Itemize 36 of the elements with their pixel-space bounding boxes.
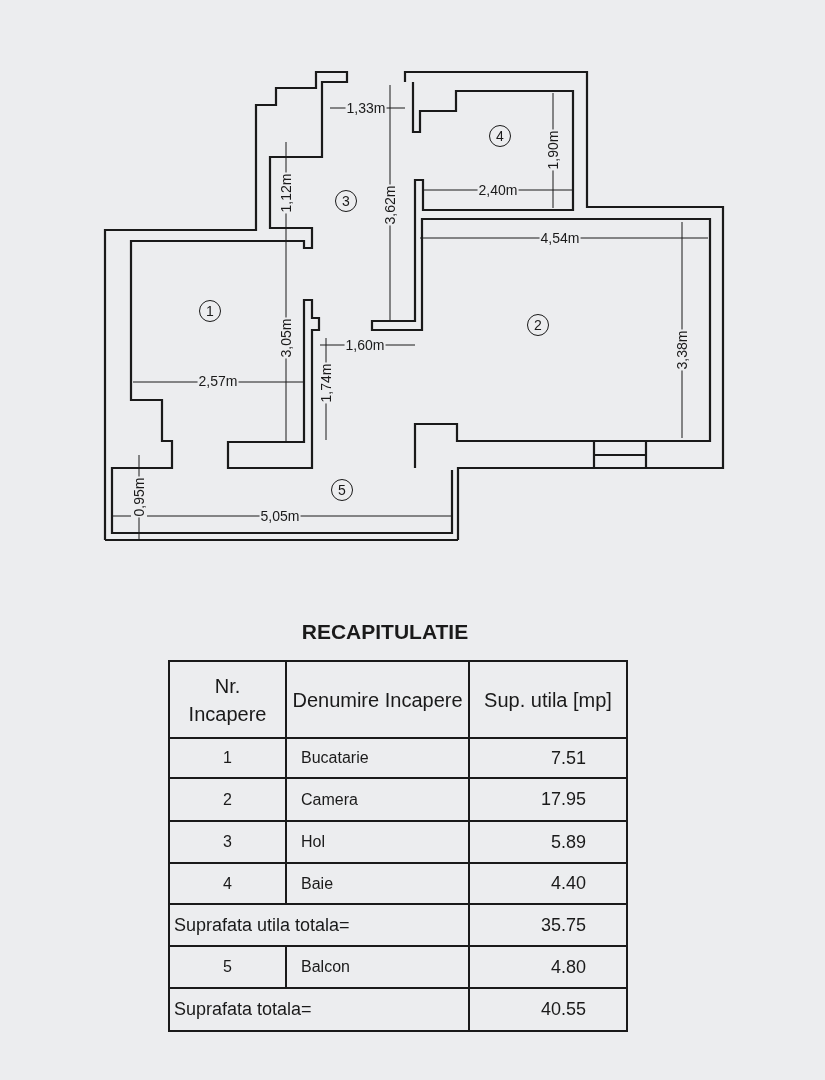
column-header: Sup. utila [mp] xyxy=(469,661,627,738)
room-name: Hol xyxy=(286,821,469,863)
room-name: Balcon xyxy=(286,946,469,988)
area-value: 4.80 xyxy=(469,946,627,988)
room-number: 4 xyxy=(169,863,286,904)
dimension-label: 4,54m xyxy=(539,230,581,246)
column-header: Nr. Incapere xyxy=(169,661,286,738)
area-value: 5.89 xyxy=(469,821,627,863)
dimension-label: 2,40m xyxy=(477,182,519,198)
dimension-label: 3,38m xyxy=(674,329,690,371)
room-number: 2 xyxy=(169,778,286,821)
total-label: Suprafata utila totala= xyxy=(169,904,469,946)
dimension-label: 1,90m xyxy=(545,129,561,171)
dimension-label: 3,05m xyxy=(278,317,294,359)
room-number: 1 xyxy=(169,738,286,778)
room-name: Bucatarie xyxy=(286,738,469,778)
room-name: Camera xyxy=(286,778,469,821)
dimension-label: 3,62m xyxy=(382,184,398,226)
dimension-label: 5,05m xyxy=(259,508,301,524)
dimension-label: 1,74m xyxy=(318,362,334,404)
room-name: Baie xyxy=(286,863,469,904)
area-value: 40.55 xyxy=(469,988,627,1031)
area-value: 35.75 xyxy=(469,904,627,946)
total-label: Suprafata totala= xyxy=(169,988,469,1031)
area-value: 17.95 xyxy=(469,778,627,821)
room-number: 3 xyxy=(169,821,286,863)
area-value: 4.40 xyxy=(469,863,627,904)
dimension-label: 1,12m xyxy=(278,172,294,214)
title: RECAPITULATIE xyxy=(300,620,470,644)
dimension-label: 1,60m xyxy=(344,337,386,353)
dimension-label: 1,33m xyxy=(345,100,387,116)
dimension-label: 0,95m xyxy=(131,476,147,518)
room-number: 5 xyxy=(169,946,286,988)
dimension-label: 2,57m xyxy=(197,373,239,389)
area-value: 7.51 xyxy=(469,738,627,778)
column-header: Denumire Incapere xyxy=(286,661,469,738)
